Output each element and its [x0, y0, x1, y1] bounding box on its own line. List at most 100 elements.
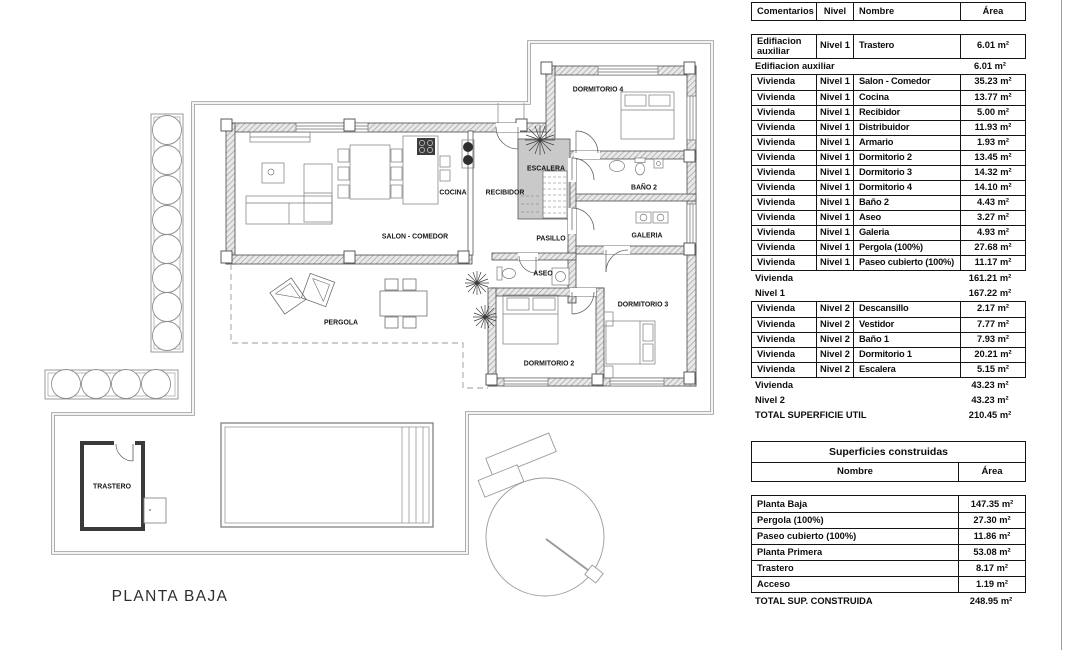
- cell-area: 11.93 m²: [960, 120, 1025, 135]
- cell-nivel: Nivel 1: [816, 195, 853, 210]
- cell-nivel: Nivel 1: [816, 210, 853, 225]
- cell-comentarios: Vivienda: [757, 166, 796, 177]
- subtotal-label: Edifiacion auxiliar: [755, 61, 835, 71]
- room-label-dormitorio-3: DORMITORIO 3: [617, 301, 669, 309]
- room-label-dormitorio-2: DORMITORIO 2: [523, 360, 575, 368]
- beds: [502, 91, 675, 379]
- cell-area: 1.19 m²: [958, 576, 1025, 592]
- bathroom2-fixtures: [609, 157, 664, 176]
- cell-area: 8.17 m²: [958, 560, 1025, 576]
- pergola-dashed-boundary: [230, 264, 488, 389]
- room-label-aseo: ASEO: [533, 270, 553, 278]
- plan-title: PLANTA BAJA: [111, 588, 229, 605]
- cell-area: 13.77 m²: [960, 90, 1025, 105]
- cell-area: 7.93 m²: [960, 332, 1025, 347]
- aseo-fixtures: [496, 266, 570, 286]
- cell-nivel: Nivel 2: [816, 347, 853, 362]
- subtotal-row: Vivienda 43.23 m²: [751, 378, 1026, 393]
- kitchen-fixtures: [402, 135, 475, 205]
- room-label-dormitorio-4: DORMITORIO 4: [572, 86, 624, 94]
- cell-area: 6.01 m²: [960, 35, 1025, 58]
- subtotal-value: 6.01 m²: [973, 61, 1007, 71]
- cell-nivel: Nivel 1: [816, 255, 853, 270]
- construidas-total-label: TOTAL SUP. CONSTRUIDA: [755, 595, 873, 606]
- pergola-furniture: [269, 272, 428, 329]
- cell-nombre: Paseo cubierto (100%): [757, 531, 857, 541]
- cell-nivel: Nivel 1: [816, 74, 853, 90]
- cell-nivel: Nivel 1: [816, 35, 853, 58]
- cell-nombre: Dormitorio 1: [853, 347, 960, 362]
- cell-nombre: Vestidor: [853, 317, 960, 332]
- cell-area: 35.23 m²: [960, 74, 1025, 90]
- cell-nombre: Cocina: [853, 90, 960, 105]
- cell-area: 3.27 m²: [960, 210, 1025, 225]
- subtotal-value: 43.23 m²: [971, 380, 1009, 390]
- cell-nombre: Planta Baja: [757, 498, 808, 509]
- cell-area: 13.45 m²: [960, 150, 1025, 165]
- wall-pillars: [220, 61, 696, 386]
- cell-nivel: Nivel 2: [816, 301, 853, 317]
- cell-nivel: Nivel 1: [816, 150, 853, 165]
- cell-area: 53.08 m²: [958, 544, 1025, 560]
- cell-comentarios: Vivienda: [757, 91, 796, 102]
- cell-comentarios: Vivienda: [757, 211, 796, 222]
- cell-area: 2.17 m²: [960, 301, 1025, 317]
- cell-nombre: Aseo: [853, 210, 960, 225]
- cell-area: 4.43 m²: [960, 195, 1025, 210]
- cell-nivel: Nivel 2: [816, 317, 853, 332]
- cell-nombre: Dormitorio 2: [853, 150, 960, 165]
- cell-comentarios: Vivienda: [757, 318, 796, 329]
- sheet-border: [1061, 0, 1063, 650]
- galeria-appliances: [635, 211, 669, 224]
- subtotal-value: 210.45 m²: [968, 410, 1012, 420]
- subtotal-value: 167.22 m²: [968, 288, 1012, 298]
- cell-nivel: Nivel 2: [816, 362, 853, 377]
- subtotal-value: 43.23 m²: [971, 395, 1009, 405]
- cell-comentarios: Vivienda: [757, 181, 796, 192]
- cell-nombre: Paseo cubierto (100%): [853, 255, 960, 270]
- cell-comentarios: Vivienda: [757, 196, 796, 207]
- cell-nombre: Salon - Comedor: [853, 74, 960, 90]
- cell-nivel: Nivel 1: [816, 240, 853, 255]
- cell-nivel: Nivel 1: [816, 120, 853, 135]
- areas-panel: Comentarios Nivel Nombre Área Edifiacion…: [751, 2, 1026, 609]
- cell-comentarios: Vivienda: [757, 363, 796, 374]
- cell-nivel: Nivel 1: [816, 105, 853, 120]
- cell-nombre: Trastero: [757, 563, 794, 573]
- room-label-pasillo: PASILLO: [536, 235, 566, 243]
- subtotal-label: Vivienda: [755, 273, 794, 283]
- table-row: Pergola (100%)27.30 m²: [752, 511, 1025, 528]
- cell-comentarios: Vivienda: [757, 136, 796, 147]
- tree-planters: [44, 113, 184, 400]
- cell-comentarios: Vivienda: [757, 106, 796, 117]
- cell-comentarios: Vivienda: [757, 256, 796, 267]
- subtotal-label: Vivienda: [755, 380, 794, 390]
- header-area: Área: [960, 3, 1025, 20]
- subtotal-label: Nivel 2: [755, 395, 785, 405]
- cell-nombre: Descansillo: [853, 301, 960, 317]
- cell-nombre: Acceso: [757, 579, 791, 589]
- construidas-table: Superficies construidas Nombre Área Plan…: [751, 440, 1026, 609]
- cell-nivel: Nivel 1: [816, 225, 853, 240]
- cell-comentarios: Vivienda: [757, 151, 796, 162]
- cell-area: 11.17 m²: [960, 255, 1025, 270]
- cell-comentarios: Vivienda: [757, 302, 796, 313]
- cell-nombre: Pergola (100%): [757, 515, 824, 525]
- cell-comentarios: Vivienda: [757, 333, 796, 344]
- cell-nivel: Nivel 1: [816, 165, 853, 180]
